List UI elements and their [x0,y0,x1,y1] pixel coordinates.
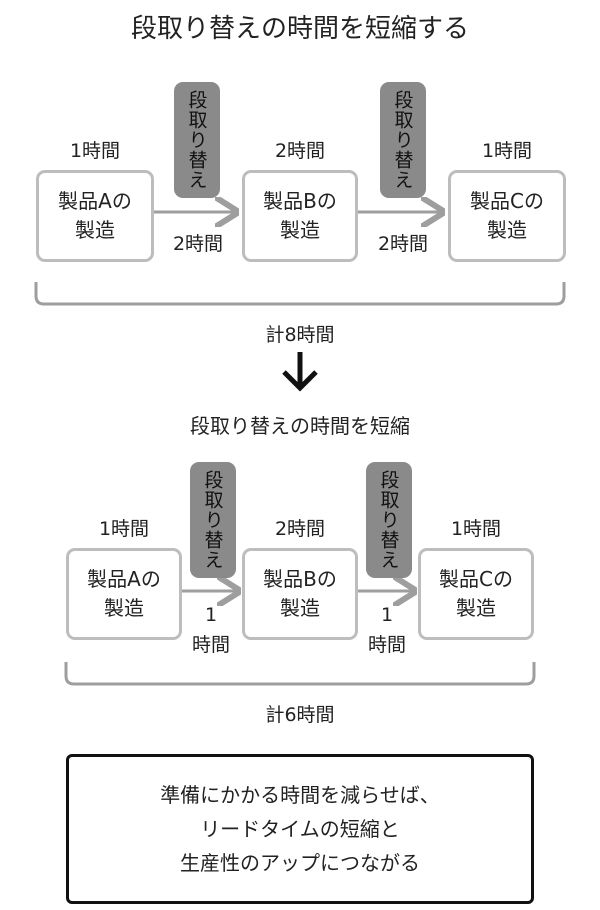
changeover-box-top-2: 段取り替え [380,82,426,198]
product-action: 製造 [487,218,527,242]
product-box-c: 製品Cの 製造 [448,170,566,262]
product-name: 製品Cの [470,189,544,213]
product-box-c: 製品Cの 製造 [418,548,534,640]
changeover-time-bottom-2-num: 1 [380,604,394,626]
summary-box: 準備にかかる時間を減らせば、 リードタイムの短縮と 生産性のアップにつながる [66,754,534,904]
changeover-time-bottom-1-unit: 時間 [191,634,230,656]
product-action: 製造 [456,596,496,620]
total-before: 計8時間 [265,324,335,346]
time-label-a: 1時間 [98,518,150,540]
time-label-c: 1時間 [481,140,533,162]
changeover-box-top-1: 段取り替え [174,82,220,198]
product-box-a: 製品Aの 製造 [66,548,182,640]
summary-line-2: リードタイムの短縮と [200,817,400,841]
product-name: 製品Bの [263,567,337,591]
bracket-bottom [64,662,536,686]
changeover-time-bottom-2-unit: 時間 [367,634,406,656]
product-name: 製品Cの [439,567,513,591]
product-action: 製造 [279,218,320,242]
product-box-a: 製品Aの 製造 [36,170,154,262]
changeover-time-top-2: 2時間 [377,233,429,255]
summary-line-3: 生産性のアップにつながる [180,851,420,875]
product-name: 製品Bの [263,189,337,213]
time-label-c: 1時間 [450,518,502,540]
time-label-a: 1時間 [69,140,121,162]
product-name: 製品Aの [87,567,161,591]
changeover-box-bottom-1: 段取り替え [190,462,236,578]
time-label-b: 2時間 [274,140,326,162]
time-label-b: 2時間 [274,518,326,540]
product-action: 製造 [104,596,144,620]
changeover-box-bottom-2: 段取り替え [366,462,412,578]
product-action: 製造 [75,218,115,242]
changeover-time-top-1: 2時間 [172,233,224,255]
changeover-time-bottom-1-num: 1 [204,604,218,626]
middle-label: 段取り替えの時間を短縮 [190,414,410,438]
total-after: 計6時間 [265,704,335,726]
down-arrow-icon [282,352,318,392]
product-box-b: 製品Bの 製造 [242,548,358,640]
bracket-top [34,282,566,306]
summary-line-1: 準備にかかる時間を減らせば、 [160,783,440,807]
product-name: 製品Aの [58,189,132,213]
product-action: 製造 [279,596,320,620]
product-box-b: 製品Bの 製造 [242,170,358,262]
diagram-title: 段取り替えの時間を短縮する [130,14,469,44]
